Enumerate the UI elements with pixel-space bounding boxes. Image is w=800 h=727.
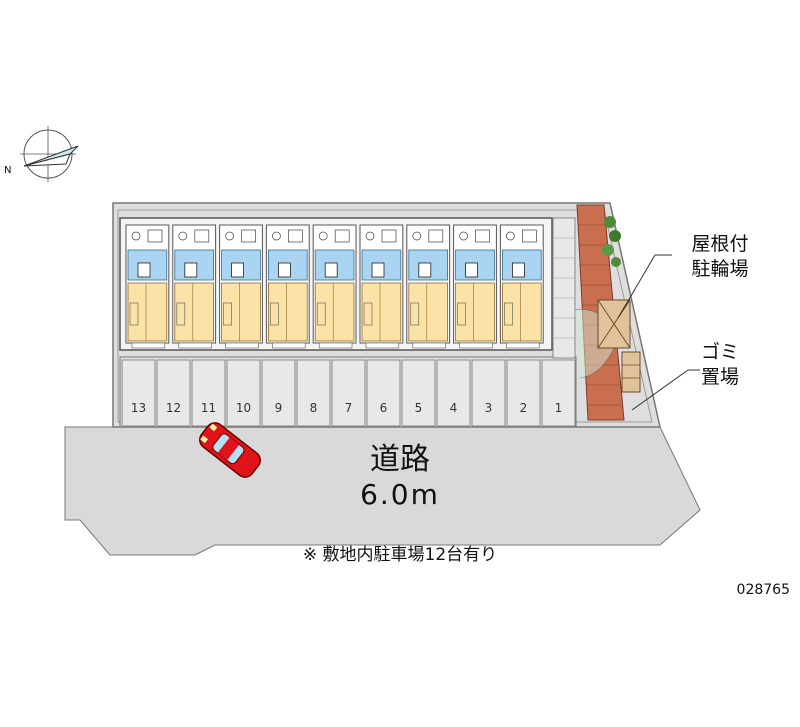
parking-slot: 11: [191, 359, 226, 427]
parking-slot-number: 7: [345, 401, 353, 415]
parking-slot-number: 9: [275, 401, 283, 415]
parking-slot-number: 6: [380, 401, 388, 415]
parking-slot-number: 11: [201, 401, 216, 415]
parking-slot-number: 5: [415, 401, 423, 415]
bicycle-parking-label: 屋根付 駐輪場: [691, 233, 749, 280]
parking-slot-number: 10: [236, 401, 251, 415]
parking-slot: 6: [366, 359, 401, 427]
parking-slot: 5: [401, 359, 436, 427]
parking-slot: 12: [156, 359, 191, 427]
parking-note: ※ 敷地内駐車場12台有り: [302, 545, 498, 565]
parking-slot: 3: [471, 359, 506, 427]
apartment-unit: [219, 224, 263, 349]
parking-slot: 10: [226, 359, 261, 427]
apartment-building: [119, 217, 553, 351]
apartment-unit: [406, 224, 451, 349]
apartment-unit: [265, 224, 310, 349]
parking-slot: 1: [541, 359, 576, 427]
apartment-unit: [359, 224, 404, 349]
parking-slot: 13: [121, 359, 156, 427]
parking-slot-number: 4: [450, 401, 458, 415]
shrubs-icon: [602, 216, 621, 267]
parking-area: 13 12 11 10 9 8 7 6 5 4 3 2 1: [119, 356, 577, 428]
parking-slot-number: 13: [131, 401, 146, 415]
apartment-unit: [453, 224, 497, 349]
parking-slot-number: 3: [485, 401, 493, 415]
apartment-unit: [125, 224, 170, 349]
car-icon: [199, 422, 261, 478]
parking-slot: 7: [331, 359, 366, 427]
parking-slot: 4: [436, 359, 471, 427]
bicycle-shelter-icon: [597, 299, 631, 349]
apartment-unit: [172, 224, 217, 349]
garbage-area-label: ゴミ 置場: [700, 341, 739, 388]
parking-slot-number: 2: [520, 401, 528, 415]
parking-slot-number: 1: [555, 401, 563, 415]
compass-north-label: N: [4, 165, 12, 176]
apartment-unit: [499, 224, 544, 349]
compass-icon: [20, 126, 79, 182]
parking-slot: 8: [296, 359, 331, 427]
parking-slot: 9: [261, 359, 296, 427]
property-id: 028765: [736, 582, 790, 598]
apartment-unit: [312, 224, 357, 349]
parking-slot-number: 12: [166, 401, 181, 415]
road-width-label: 6.0m: [360, 478, 440, 511]
garbage-area-icon: [621, 351, 641, 393]
parking-slot-number: 8: [310, 401, 318, 415]
road-name-label: 道路: [370, 442, 430, 477]
parking-slot: 2: [506, 359, 541, 427]
